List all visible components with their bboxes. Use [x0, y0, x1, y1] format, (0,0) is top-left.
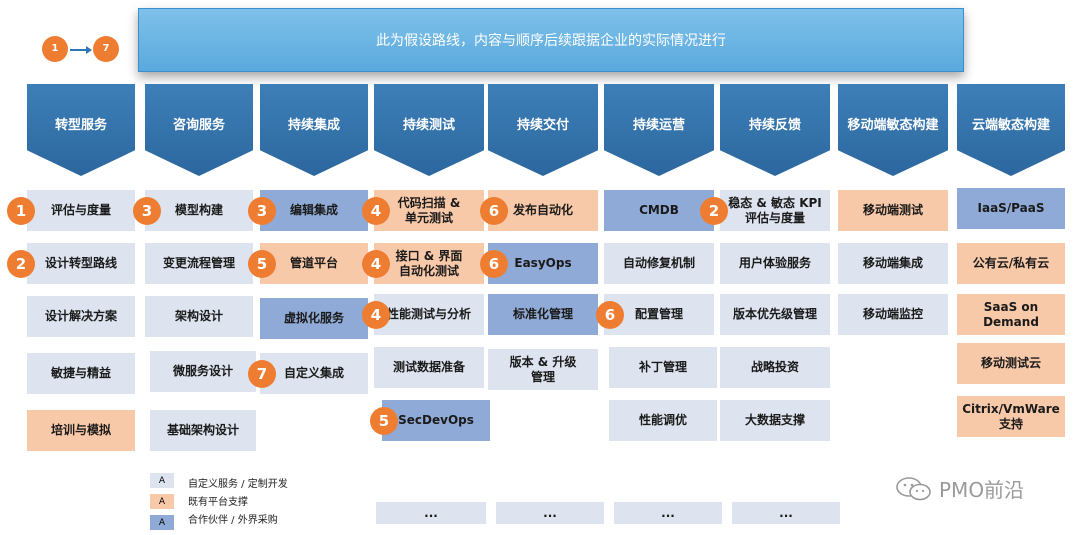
ellipsis-box: ...	[376, 502, 486, 524]
service-box: 测试数据准备	[374, 347, 484, 388]
step-badge: 6	[480, 250, 508, 278]
banner: 此为假设路线，内容与顺序后续跟据企业的实际情况进行	[138, 8, 964, 72]
step-badge: 5	[370, 407, 398, 435]
order-end-circle: 7	[93, 36, 119, 62]
column-header: 咨询服务	[145, 84, 253, 176]
service-box: SaaS on Demand	[957, 294, 1065, 335]
service-box: 稳态 & 敏态 KPI 评估与度量	[720, 190, 830, 231]
step-badge: 7	[248, 360, 276, 388]
order-arrow-head	[86, 46, 92, 54]
service-box: 设计转型路线	[27, 243, 135, 284]
step-badge: 4	[362, 197, 390, 225]
service-box: 公有云/私有云	[957, 243, 1065, 284]
legend-label-partner: 合作伙伴 / 外界采购	[188, 515, 278, 526]
service-box: 发布自动化	[488, 190, 598, 231]
service-box: 移动端监控	[838, 294, 948, 335]
column-header: 持续运营	[604, 84, 714, 176]
service-box: 模型构建	[145, 190, 253, 231]
order-arrow-line	[70, 49, 88, 51]
service-box: 微服务设计	[150, 351, 256, 392]
service-box: 自定义集成	[260, 353, 368, 394]
service-box: 虚拟化服务	[260, 298, 368, 339]
service-box: 移动端集成	[838, 243, 948, 284]
legend-label-platform: 既有平台支撑	[188, 497, 248, 508]
service-box: 代码扫描 & 单元测试	[374, 190, 484, 231]
service-box: 自动修复机制	[604, 243, 714, 284]
ellipsis-box: ...	[496, 502, 604, 524]
service-box: 接口 & 界面 自动化测试	[374, 243, 484, 284]
step-badge: 3	[248, 197, 276, 225]
service-box: 性能调优	[609, 400, 717, 441]
watermark-text: PMO前沿	[939, 478, 1025, 502]
column-header: 持续交付	[488, 84, 598, 176]
column-header: 移动端敏态构建	[838, 84, 948, 176]
service-box: IaaS/PaaS	[957, 188, 1065, 229]
column-header: 云端敏态构建	[957, 84, 1065, 176]
service-box: 培训与模拟	[27, 410, 135, 451]
service-box: 变更流程管理	[145, 243, 253, 284]
column-header: 持续反馈	[720, 84, 830, 176]
step-badge: 4	[362, 301, 390, 329]
legend-swatch-partner: A	[150, 515, 174, 530]
service-box: 管道平台	[260, 243, 368, 284]
service-box: CMDB	[604, 190, 714, 231]
service-box: 性能测试与分析	[374, 294, 484, 335]
column-header: 持续测试	[374, 84, 484, 176]
service-box: 用户体验服务	[720, 243, 830, 284]
service-box: Citrix/VmWare 支持	[957, 396, 1065, 437]
service-box: 架构设计	[145, 296, 253, 337]
service-box: SecDevOps	[382, 400, 490, 441]
legend-label-self: 自定义服务 / 定制开发	[188, 479, 288, 490]
step-badge: 6	[480, 197, 508, 225]
service-box: 编辑集成	[260, 190, 368, 231]
step-badge: 1	[7, 197, 35, 225]
wechat-icon	[896, 476, 931, 500]
ellipsis-box: ...	[732, 502, 840, 524]
legend-swatch-platform: A	[150, 494, 174, 509]
service-box: 战略投资	[720, 347, 830, 388]
watermark: PMO前沿	[895, 474, 1024, 503]
service-box: 标准化管理	[488, 294, 598, 335]
service-box: 大数据支撑	[720, 400, 830, 441]
step-badge: 4	[362, 250, 390, 278]
step-badge: 6	[596, 301, 624, 329]
service-box: 版本 & 升级 管理	[488, 349, 598, 390]
service-box: 移动端测试	[838, 190, 948, 231]
ellipsis-box: ...	[614, 502, 722, 524]
order-start-circle: 1	[42, 36, 68, 62]
service-box: 版本优先级管理	[720, 294, 830, 335]
service-box: 补丁管理	[609, 347, 717, 388]
step-badge: 5	[248, 250, 276, 278]
step-badge: 3	[133, 197, 161, 225]
column-header: 转型服务	[27, 84, 135, 176]
service-box: 基础架构设计	[150, 410, 256, 451]
service-box: 敏捷与精益	[27, 353, 135, 394]
step-badge: 2	[700, 197, 728, 225]
service-box: 移动测试云	[957, 343, 1065, 384]
step-badge: 2	[7, 250, 35, 278]
legend-swatch-self: A	[150, 473, 174, 488]
column-header: 持续集成	[260, 84, 368, 176]
service-box: 评估与度量	[27, 190, 135, 231]
service-box: 设计解决方案	[27, 296, 135, 337]
